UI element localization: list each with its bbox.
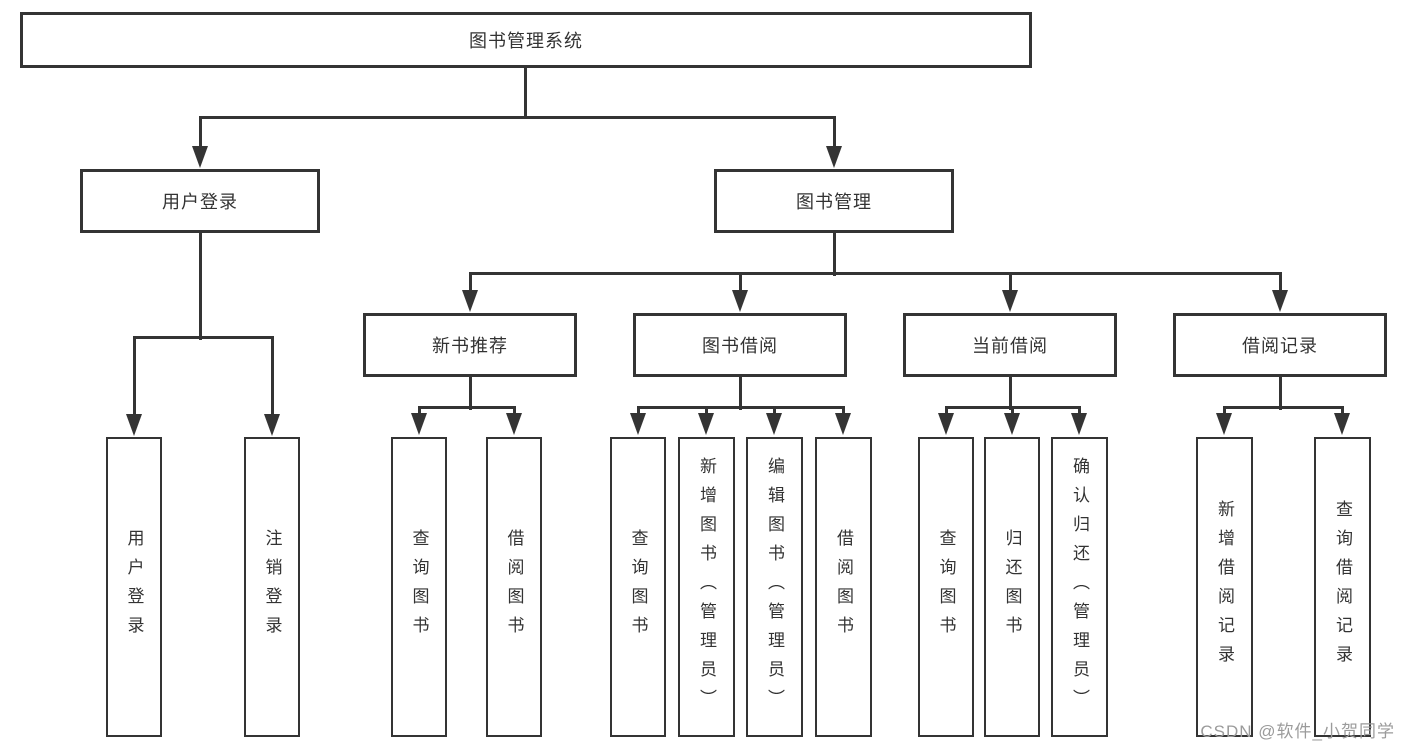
arrowhead-icon	[1216, 413, 1232, 435]
connector-line	[1223, 406, 1344, 409]
connector-line	[739, 377, 742, 410]
node-label: 新书推荐	[432, 336, 508, 356]
connector-line	[637, 406, 845, 409]
arrowhead-icon	[1004, 413, 1020, 435]
node-label: 查询图书	[936, 529, 956, 645]
arrowhead-icon	[1334, 413, 1350, 435]
leaf-add-books-admin: 新增图书（管理员）	[678, 437, 735, 737]
connector-line	[133, 336, 274, 339]
connector-line	[945, 406, 1081, 409]
node-label: 借阅图书	[834, 529, 853, 645]
leaf-logout: 注销登录	[244, 437, 300, 737]
arrowhead-icon	[698, 413, 714, 435]
connector-line	[418, 406, 516, 409]
leaf-query-books-1: 查询图书	[391, 437, 447, 737]
leaf-borrow-books-2: 借阅图书	[815, 437, 872, 737]
arrowhead-icon	[766, 413, 782, 435]
arrowhead-icon	[264, 414, 280, 436]
connector-line	[1009, 273, 1012, 298]
connector-line	[833, 233, 836, 276]
leaf-borrow-books-1: 借阅图书	[486, 437, 542, 737]
node-label: 用户登录	[162, 192, 238, 212]
connector-line	[739, 273, 742, 298]
arrowhead-icon	[630, 413, 646, 435]
node-label: 查询图书	[628, 529, 648, 645]
arrowhead-icon	[192, 146, 208, 168]
node-library-management-system: 图书管理系统	[20, 12, 1032, 68]
node-book-borrow: 图书借阅	[633, 313, 847, 377]
leaf-user-login: 用户登录	[106, 437, 162, 737]
node-borrow-records: 借阅记录	[1173, 313, 1387, 377]
node-user-login: 用户登录	[80, 169, 320, 233]
node-label: 借阅记录	[1242, 336, 1318, 356]
connector-line	[1279, 377, 1282, 410]
arrowhead-icon	[126, 414, 142, 436]
connector-line	[469, 273, 472, 298]
connector-line	[199, 233, 202, 340]
node-book-management: 图书管理	[714, 169, 954, 233]
node-label: 图书管理系统	[469, 31, 583, 51]
node-label: 查询图书	[409, 529, 429, 645]
leaf-add-borrow-record: 新增借阅记录	[1196, 437, 1253, 737]
node-label: 图书借阅	[702, 336, 778, 356]
node-label: 图书管理	[796, 192, 872, 212]
leaf-query-books-2: 查询图书	[610, 437, 666, 737]
connector-line	[271, 337, 274, 424]
leaf-edit-books-admin: 编辑图书（管理员）	[746, 437, 803, 737]
node-label: 归还图书	[1002, 529, 1022, 645]
connector-line	[1009, 377, 1012, 410]
arrowhead-icon	[826, 146, 842, 168]
connector-line	[199, 116, 836, 119]
arrowhead-icon	[506, 413, 522, 435]
node-label: 注销登录	[262, 529, 282, 645]
node-label: 确认归还（管理员）	[1070, 456, 1089, 718]
arrowhead-icon	[732, 290, 748, 312]
connector-line	[524, 68, 527, 118]
arrowhead-icon	[938, 413, 954, 435]
arrowhead-icon	[835, 413, 851, 435]
connector-line	[469, 272, 1282, 275]
node-label: 新增图书（管理员）	[697, 456, 716, 718]
leaf-query-borrow-record: 查询借阅记录	[1314, 437, 1371, 737]
node-label: 查询借阅记录	[1333, 500, 1352, 674]
watermark: CSDN @软件_小贺同学	[1200, 722, 1395, 741]
node-new-book-recommend: 新书推荐	[363, 313, 577, 377]
node-label: 当前借阅	[972, 336, 1048, 356]
connector-line	[833, 117, 836, 150]
arrowhead-icon	[1002, 290, 1018, 312]
arrowhead-icon	[1272, 290, 1288, 312]
connector-line	[133, 337, 136, 424]
connector-line	[1279, 273, 1282, 298]
connector-line	[199, 117, 202, 150]
node-label: 新增借阅记录	[1215, 500, 1234, 674]
connector-line	[469, 377, 472, 410]
node-label: 借阅图书	[504, 529, 524, 645]
leaf-query-books-3: 查询图书	[918, 437, 974, 737]
arrowhead-icon	[462, 290, 478, 312]
leaf-confirm-return-admin: 确认归还（管理员）	[1051, 437, 1108, 737]
leaf-return-books: 归还图书	[984, 437, 1040, 737]
node-label: 用户登录	[124, 529, 144, 645]
node-label: 编辑图书（管理员）	[765, 456, 784, 718]
node-current-borrow: 当前借阅	[903, 313, 1117, 377]
arrowhead-icon	[411, 413, 427, 435]
arrowhead-icon	[1071, 413, 1087, 435]
